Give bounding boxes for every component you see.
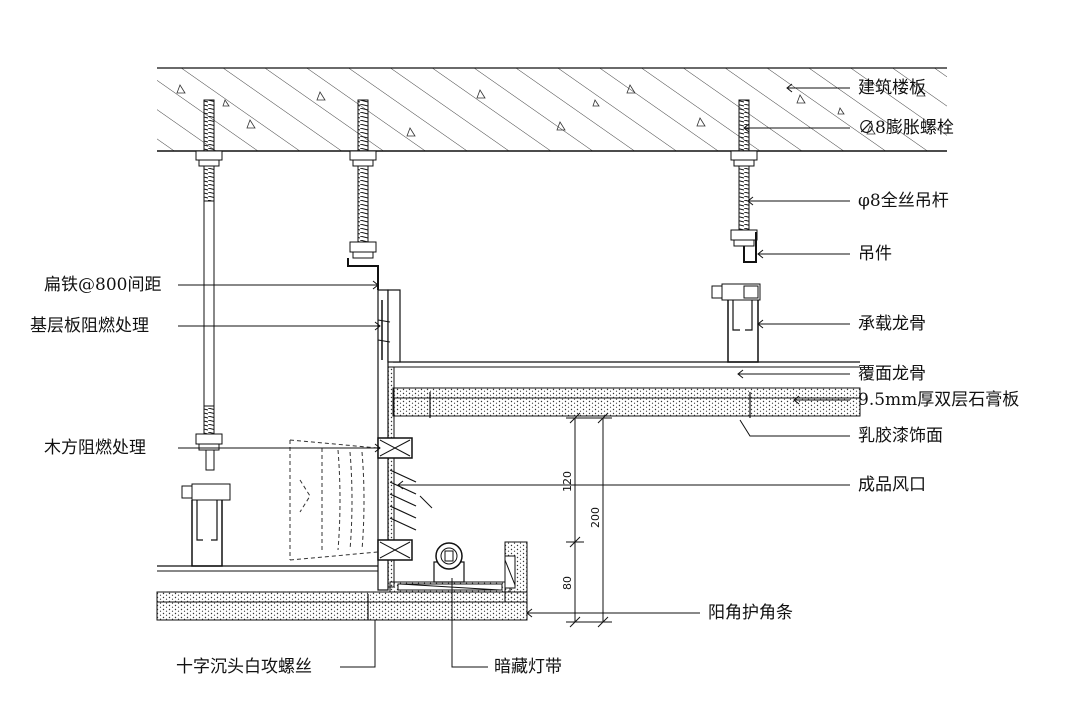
dimension-lines (566, 412, 612, 628)
dimension-200: 200 (589, 507, 602, 528)
label-flat-iron: 扁铁@800间距 (44, 275, 162, 295)
upper-ceiling (392, 361, 861, 418)
label-air-vent: 成品风口 (858, 475, 926, 495)
label-wood-fire: 木方阻燃处理 (44, 438, 146, 458)
threaded-rod-middle (347, 99, 379, 290)
label-threaded-rod: φ8全丝吊杆 (858, 191, 949, 211)
threaded-rod-left (195, 99, 223, 471)
leader-lines (178, 83, 850, 668)
label-expansion-bolt: ∅8膨胀螺栓 (858, 118, 954, 138)
lower-ceiling (156, 565, 528, 621)
label-floor-slab: 建筑楼板 (858, 78, 926, 98)
air-duct (289, 439, 379, 561)
label-latex-paint: 乳胶漆饰面 (858, 426, 943, 446)
main-keel-left (181, 483, 231, 567)
dimension-80: 80 (561, 576, 574, 590)
label-screw: 十字沉头白攻螺丝 (176, 657, 312, 677)
dimension-120: 120 (561, 471, 574, 492)
main-keel-right (711, 283, 761, 363)
label-gypsum-board: 9.5mm厚双层石膏板 (858, 390, 1020, 410)
label-main-keel: 承载龙骨 (858, 314, 926, 334)
label-corner-bead: 阳角护角条 (708, 603, 793, 623)
air-vent (377, 437, 433, 561)
label-hanger: 吊件 (858, 244, 892, 264)
label-cover-keel: 覆面龙骨 (858, 364, 926, 384)
label-base-board-fire: 基层板阻燃处理 (30, 316, 149, 336)
led-strip-lamp (433, 542, 465, 583)
floor-slab (157, 67, 947, 152)
label-led-strip: 暗藏灯带 (494, 657, 562, 677)
